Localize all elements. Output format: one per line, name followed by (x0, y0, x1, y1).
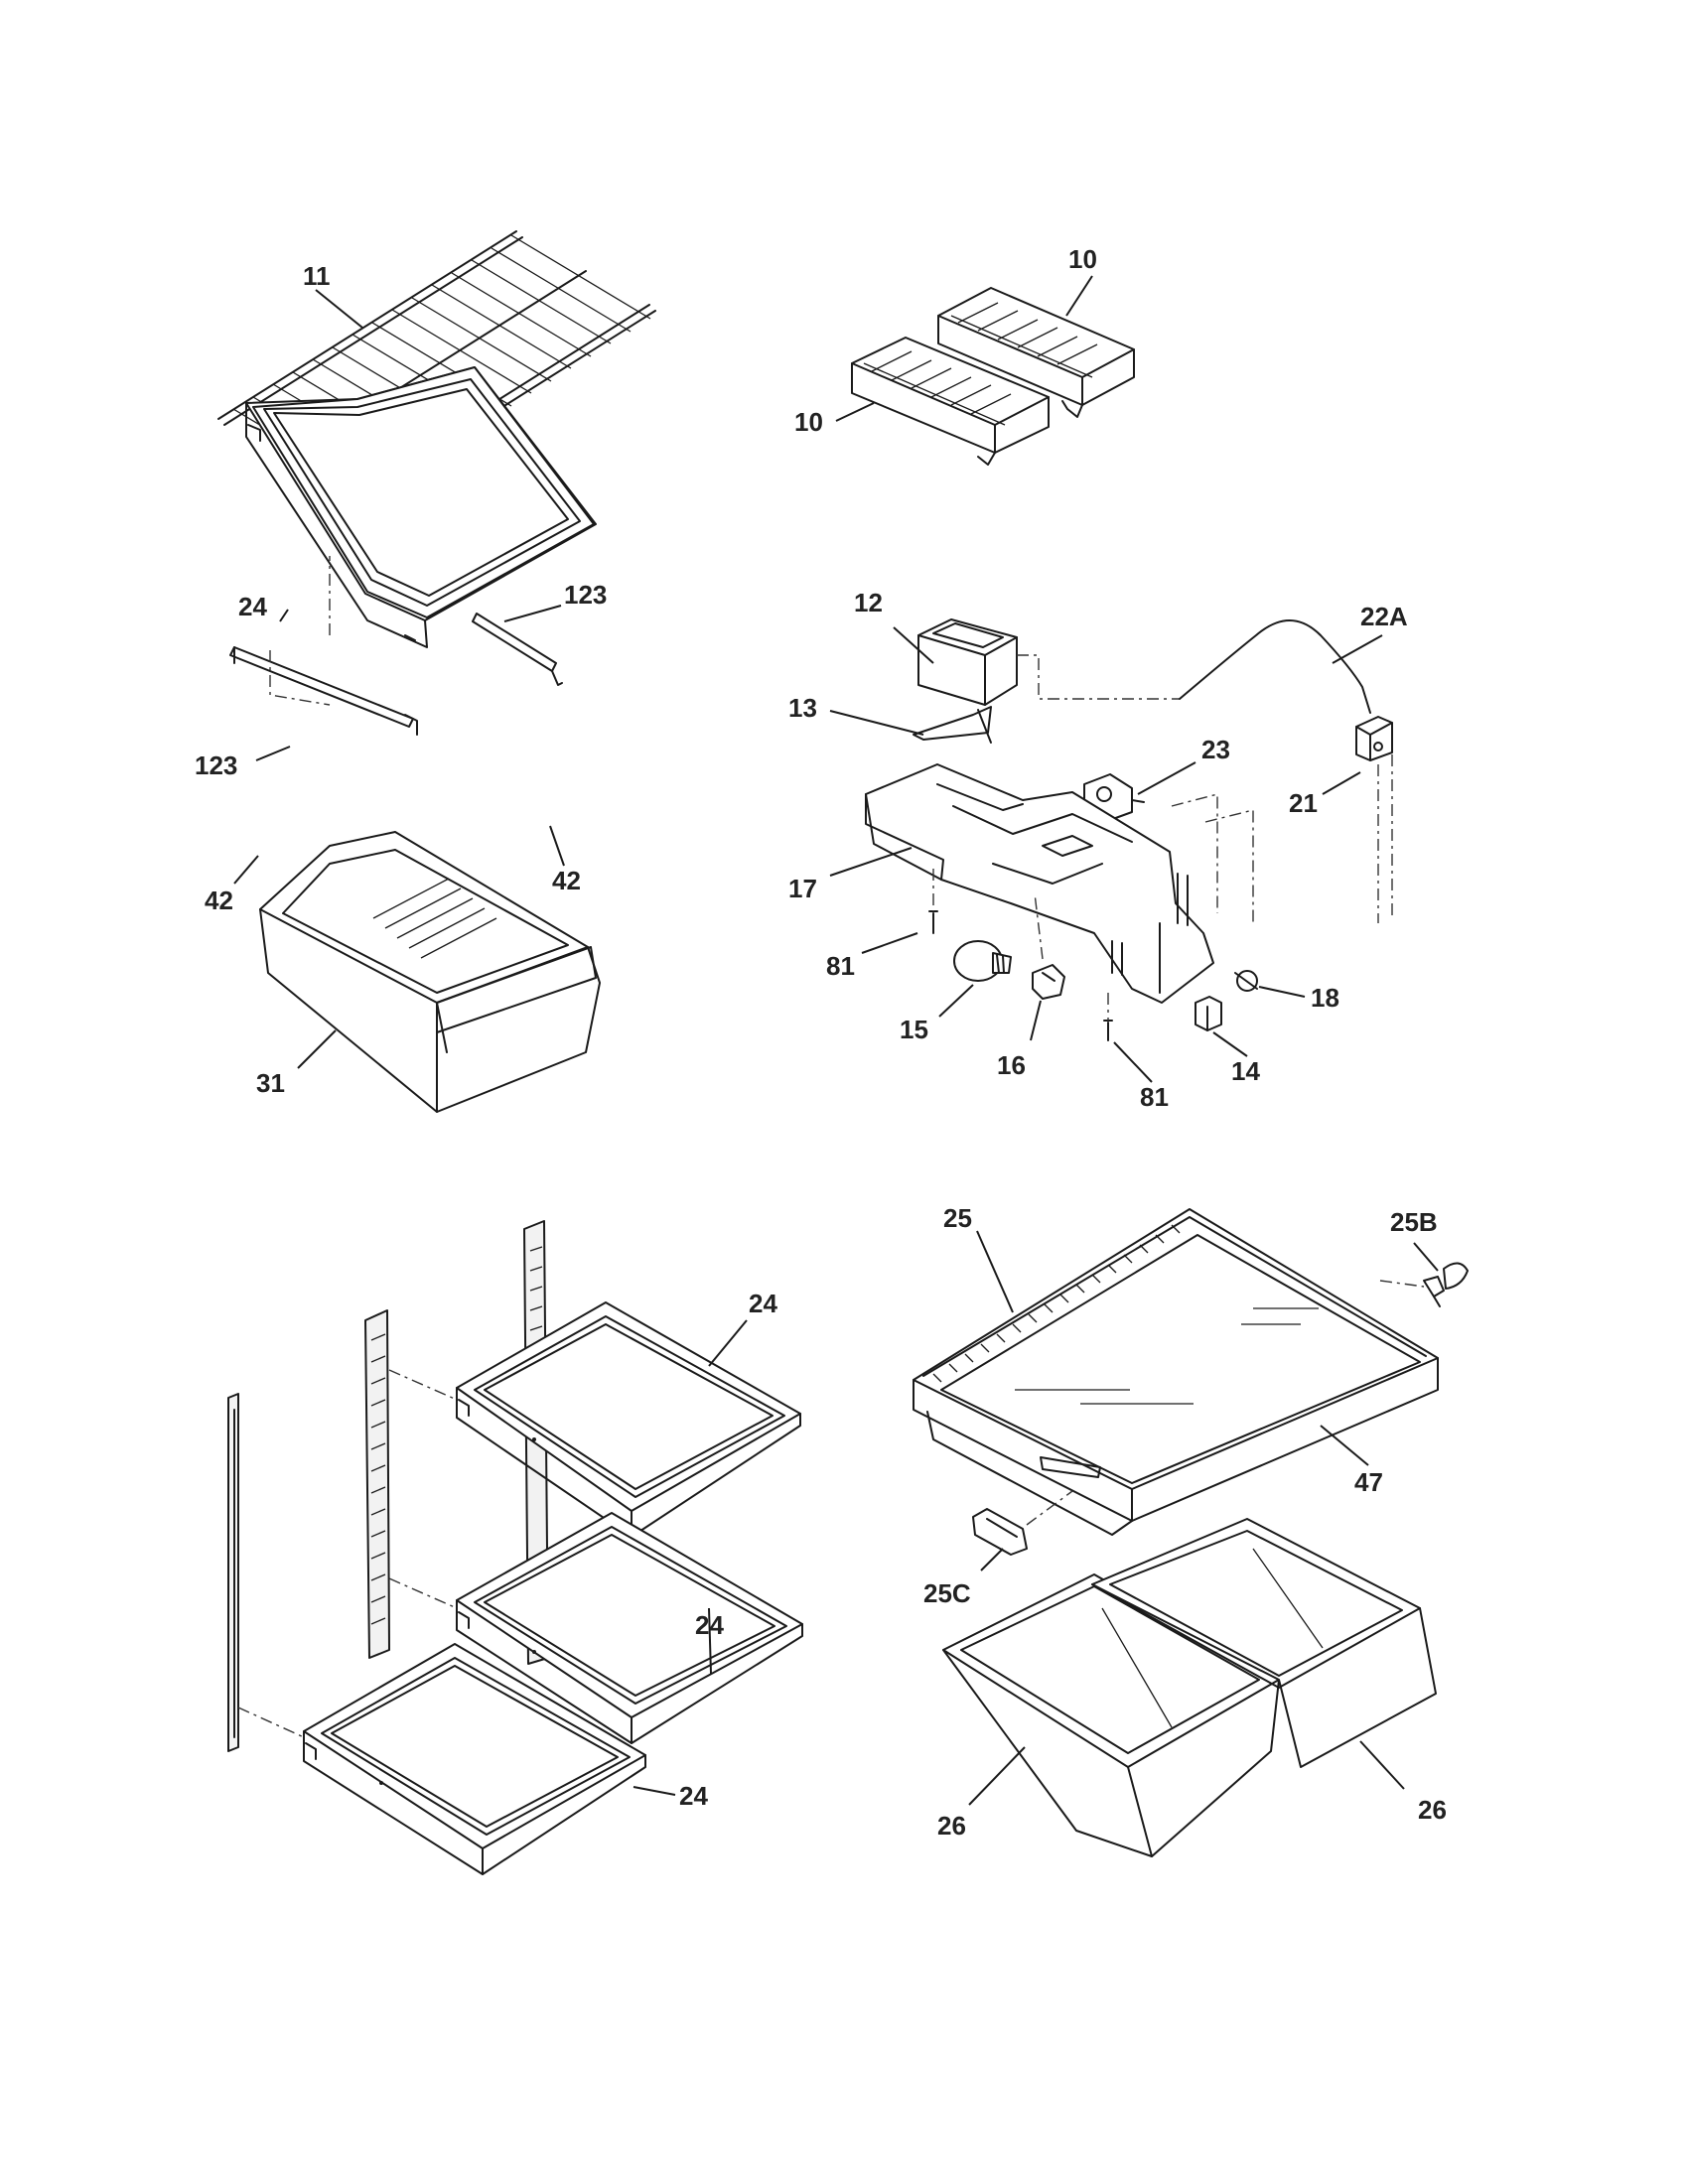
ice-tray-10-upper (937, 287, 1135, 418)
wall-rail-left (227, 1393, 239, 1752)
bracket-25B (1423, 1262, 1469, 1307)
cover-frame-front (926, 1411, 1133, 1536)
assembly-line-25C (1026, 1490, 1073, 1526)
callout-22A: 22A (1360, 602, 1408, 631)
callout-26-left: 26 (937, 1811, 966, 1841)
assembly-line-socket (1034, 892, 1044, 960)
switch-21 (1355, 716, 1393, 761)
callout-10-lower: 10 (794, 407, 823, 437)
callout-25C: 25C (923, 1578, 971, 1608)
callout-16: 16 (997, 1050, 1026, 1080)
callout-12: 12 (854, 588, 883, 617)
callout-81-left: 81 (826, 951, 855, 981)
shelf-bracket-42-left (229, 646, 418, 736)
ice-chute-12 (917, 618, 1018, 706)
shelf-bracket-42-right (472, 613, 563, 686)
callout-24-middle-shelf: 24 (695, 1610, 724, 1640)
screw-81-right (1103, 1020, 1113, 1041)
assembly-line-chute (1017, 654, 1180, 700)
callout-17: 17 (788, 874, 817, 903)
glass-insert-47 (940, 1234, 1421, 1484)
assembly-line-shelf-top (269, 556, 331, 706)
glass-shelf-24-top (245, 366, 597, 648)
slide-25C (972, 1508, 1028, 1556)
deflector-13 (913, 706, 992, 744)
callout-123-upper: 123 (564, 580, 607, 610)
callout-47: 47 (1354, 1467, 1383, 1497)
callout-42-right: 42 (552, 866, 581, 895)
assembly-line-housing (1171, 793, 1254, 923)
wire-harness-22A (1179, 619, 1371, 714)
callout-42-left: 42 (205, 886, 233, 915)
crisper-drawer-31 (259, 831, 601, 1113)
callout-24-top: 24 (238, 592, 267, 621)
callout-11: 11 (303, 261, 331, 291)
callout-123-lower: 123 (195, 751, 237, 780)
assembly-lines-rails (237, 1369, 458, 1738)
switch-14 (1195, 996, 1222, 1031)
callout-24-upper-shelf: 24 (749, 1289, 777, 1318)
leader-lines (233, 275, 1439, 1806)
clip-18 (1234, 970, 1258, 992)
callout-13: 13 (788, 693, 817, 723)
glass-shelf-24-upper (456, 1301, 801, 1538)
callout-labels: 11 10 10 24 123 123 42 42 31 12 22A 13 2… (195, 244, 1447, 1841)
glass-shelf-24-lower (303, 1643, 646, 1875)
assembly-line-25B (1379, 1280, 1425, 1288)
housing-17 (865, 763, 1214, 1004)
crisper-drawer-26-left (942, 1573, 1280, 1857)
bulb-15 (953, 940, 1012, 982)
callout-25B: 25B (1390, 1207, 1438, 1237)
callout-21: 21 (1289, 788, 1318, 818)
callout-15: 15 (900, 1015, 928, 1044)
callout-26-right: 26 (1418, 1795, 1447, 1825)
crisper-cover-25 (913, 1208, 1439, 1522)
callout-24-lower-shelf: 24 (679, 1781, 708, 1811)
assembly-line-switch (1377, 754, 1393, 923)
ice-tray-10-lower (851, 337, 1050, 466)
callout-25: 25 (943, 1203, 972, 1233)
wall-rail-middle (364, 1309, 390, 1659)
callout-23: 23 (1201, 735, 1230, 764)
callout-18: 18 (1311, 983, 1339, 1013)
glass-shelf-24-middle (456, 1512, 803, 1744)
assembly-line-screws (932, 869, 1109, 1021)
screw-81-left (928, 910, 938, 934)
callout-81-right: 81 (1140, 1082, 1169, 1112)
callout-10-upper: 10 (1068, 244, 1097, 274)
crisper-drawer-26-right (1091, 1518, 1437, 1768)
callout-31: 31 (256, 1068, 285, 1098)
callout-14: 14 (1231, 1056, 1260, 1086)
socket-16 (1032, 964, 1065, 1000)
